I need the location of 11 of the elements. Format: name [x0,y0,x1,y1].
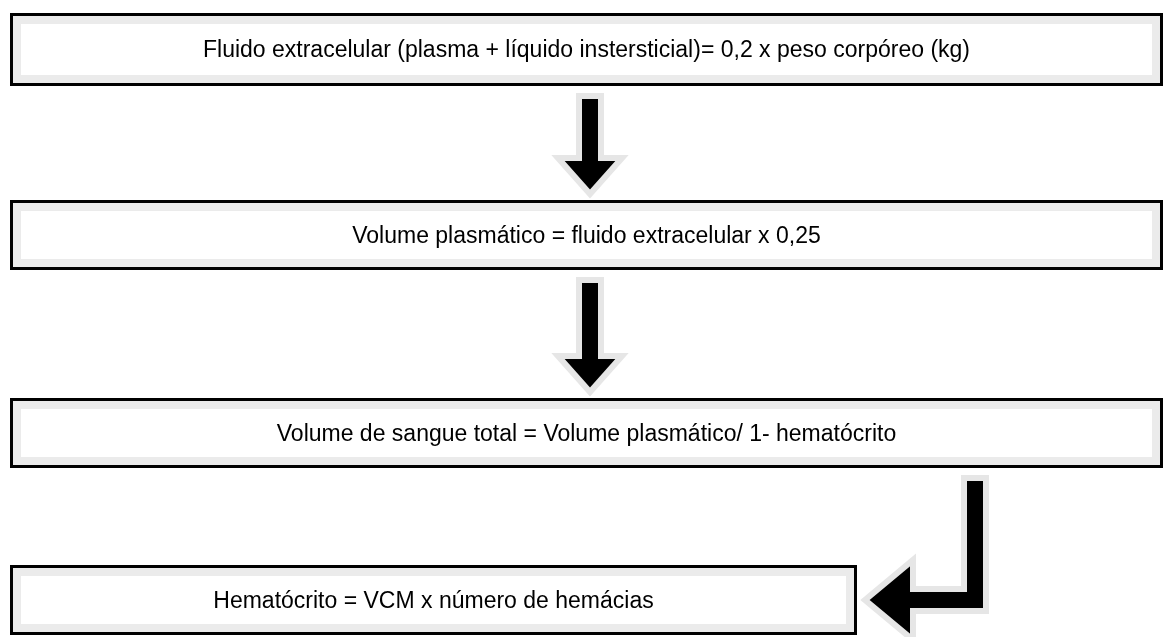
process-box [10,13,1163,86]
box-text: Hematócrito = VCM x número de hemácias [213,585,654,615]
process-box [10,200,1163,270]
box-text: Volume de sangue total = Volume plasmático/ 1- hematócrito [276,418,897,448]
block-arrow [860,475,989,637]
block-arrow [551,277,629,397]
block-arrow [551,93,629,199]
box-text: Volume plasmático = fluido extracelular x 0,25 [352,220,821,250]
process-box [10,398,1163,468]
process-box [10,565,857,635]
box-text: Fluido extracelular (plasma + líquido instersticial)= 0,2 x peso corpóreo (kg) [203,35,970,64]
